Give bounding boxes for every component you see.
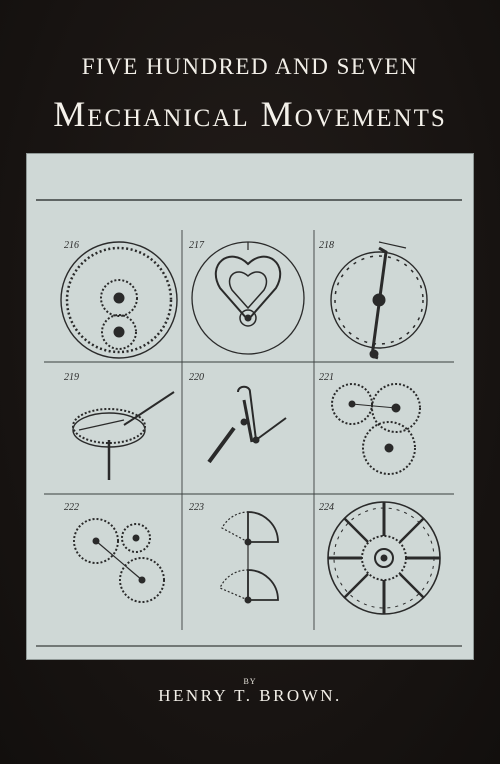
- gear-train-illustration: [331, 383, 421, 475]
- figure-number-220: 220: [189, 372, 204, 383]
- lever-linkage-illustration: [207, 385, 287, 464]
- mechanism-illustrations: 216 217 218 219 220 221 222 223 224: [36, 199, 462, 647]
- meshing-gears-illustration: [73, 518, 165, 603]
- figure-number-223: 223: [189, 502, 204, 513]
- crown-wheel-illustration: [72, 391, 175, 480]
- figure-number-217: 217: [189, 240, 205, 251]
- star-wheel-illustration: [327, 501, 441, 615]
- figure-number-216: 216: [64, 240, 79, 251]
- segment-gears-illustration: [219, 511, 279, 604]
- figure-number-218: 218: [319, 240, 334, 251]
- by-label: BY: [243, 677, 257, 686]
- heart-cam-illustration: [191, 241, 305, 355]
- figure-number-221: 221: [319, 372, 334, 383]
- engraving-plate: 216 217 218 219 220 221 222 223 224: [26, 153, 474, 660]
- cover-title: Mechanical Movements: [53, 94, 447, 134]
- figure-number-219: 219: [64, 372, 79, 383]
- cover-subtitle: FIVE HUNDRED AND SEVEN: [81, 54, 419, 79]
- author-name: HENRY T. BROWN.: [158, 686, 342, 705]
- internal-gear-illustration: [60, 241, 178, 359]
- figure-number-224: 224: [319, 502, 334, 513]
- figure-number-222: 222: [64, 502, 79, 513]
- ratchet-disc-illustration: [330, 241, 428, 360]
